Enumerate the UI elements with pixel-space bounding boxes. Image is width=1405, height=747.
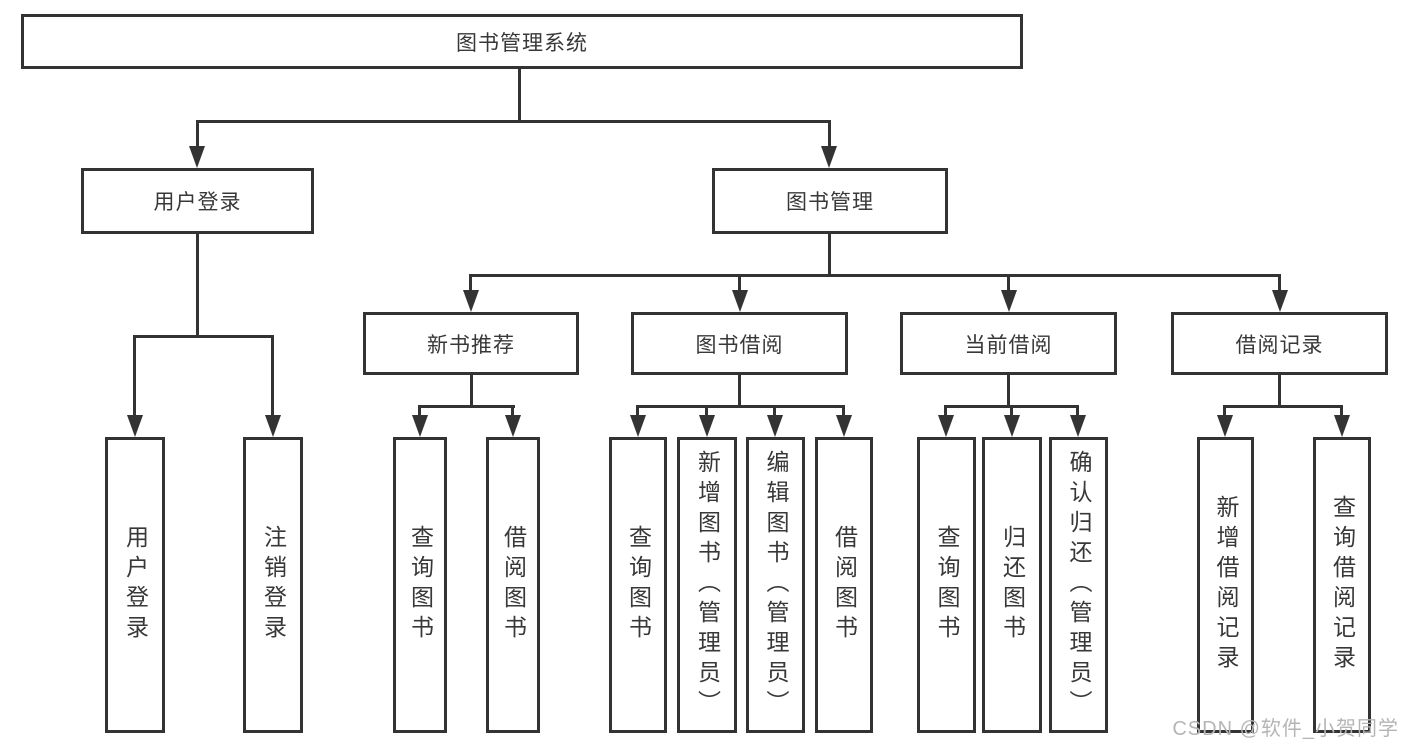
connector-line <box>196 120 831 123</box>
connector-line <box>511 405 514 419</box>
leaf-borrow-books: 借阅图书 <box>815 437 873 733</box>
leaf-label: 新增借阅记录 <box>1213 495 1239 675</box>
connector-line <box>842 405 845 419</box>
node-current-borrowing: 当前借阅 <box>900 312 1117 375</box>
connector-line <box>1076 405 1079 419</box>
connector-line <box>773 405 776 419</box>
leaf-label: 新增图书（管理员） <box>694 450 721 720</box>
leaf-label: 确认归还（管理员） <box>1066 450 1092 720</box>
arrow-down-icon <box>836 415 852 437</box>
connector-line <box>196 120 199 150</box>
connector-line <box>828 120 831 150</box>
connector-line <box>271 335 274 419</box>
connector-line <box>1223 405 1226 419</box>
connector-line <box>738 375 741 407</box>
leaf-label: 查询借阅记录 <box>1329 495 1356 675</box>
watermark-text: CSDN @软件_小贺同学 <box>1172 718 1399 740</box>
arrow-down-icon <box>821 146 837 168</box>
connector-line <box>419 405 515 408</box>
leaf-label: 用户登录 <box>122 525 149 645</box>
arrow-down-icon <box>1070 415 1086 437</box>
arrow-down-icon <box>505 415 521 437</box>
arrow-down-icon <box>463 290 479 312</box>
leaf-label: 归还图书 <box>999 525 1026 645</box>
connector-line <box>1010 405 1013 419</box>
leaf-logout: 注销登录 <box>243 437 303 733</box>
leaf-user-login: 用户登录 <box>105 437 165 733</box>
connector-line <box>1278 274 1281 294</box>
node-book-management: 图书管理 <box>712 168 948 234</box>
connector-line <box>133 335 136 419</box>
arrow-down-icon <box>630 415 646 437</box>
connector-line <box>738 274 741 294</box>
leaf-query-borrow-record: 查询借阅记录 <box>1313 437 1371 733</box>
node-book-borrowing: 图书借阅 <box>631 312 848 375</box>
leaf-add-book-admin: 新增图书（管理员） <box>677 437 737 733</box>
connector-line <box>1278 375 1281 407</box>
connector-line <box>469 274 1280 277</box>
leaf-borrow-books-recommend: 借阅图书 <box>486 437 540 733</box>
connector-line <box>418 405 421 419</box>
leaf-label: 借阅图书 <box>831 525 858 645</box>
leaf-confirm-return-admin: 确认归还（管理员） <box>1049 437 1108 733</box>
leaf-query-books-borrowing: 查询图书 <box>609 437 667 733</box>
node-library-system: 图书管理系统 <box>21 14 1023 69</box>
connector-line <box>196 234 199 337</box>
connector-line <box>705 405 708 419</box>
connector-line <box>470 375 473 407</box>
arrow-down-icon <box>732 290 748 312</box>
leaf-label: 借阅图书 <box>500 525 527 645</box>
arrow-down-icon <box>412 415 428 437</box>
connector-line <box>133 335 274 338</box>
leaf-label: 注销登录 <box>260 525 287 645</box>
connector-line <box>1340 405 1343 419</box>
arrow-down-icon <box>1004 415 1020 437</box>
arrow-down-icon <box>699 415 715 437</box>
connector-line <box>1223 405 1342 408</box>
arrow-down-icon <box>189 146 205 168</box>
leaf-query-books-recommend: 查询图书 <box>393 437 447 733</box>
leaf-label: 查询图书 <box>407 525 434 645</box>
arrow-down-icon <box>265 415 281 437</box>
node-borrowing-records: 借阅记录 <box>1171 312 1388 375</box>
connector-line <box>944 405 947 419</box>
arrow-down-icon <box>1334 415 1350 437</box>
leaf-query-books-current: 查询图书 <box>917 437 976 733</box>
node-new-book-recommendation: 新书推荐 <box>363 312 579 375</box>
leaf-label: 查询图书 <box>625 525 652 645</box>
connector-line <box>1007 274 1010 294</box>
connector-line <box>636 405 639 419</box>
leaf-return-books: 归还图书 <box>982 437 1042 733</box>
arrow-down-icon <box>1001 290 1017 312</box>
leaf-label: 编辑图书（管理员） <box>763 450 789 720</box>
connector-line <box>469 274 472 294</box>
arrow-down-icon <box>1272 290 1288 312</box>
leaf-add-borrow-record: 新增借阅记录 <box>1197 437 1254 733</box>
connector-line <box>1007 375 1010 407</box>
node-user-login: 用户登录 <box>81 168 314 234</box>
arrow-down-icon <box>127 415 143 437</box>
connector-line <box>828 234 831 276</box>
leaf-edit-book-admin: 编辑图书（管理员） <box>746 437 805 733</box>
connector-line <box>636 405 844 408</box>
arrow-down-icon <box>767 415 783 437</box>
arrow-down-icon <box>938 415 954 437</box>
arrow-down-icon <box>1217 415 1233 437</box>
leaf-label: 查询图书 <box>934 525 960 645</box>
connector-line <box>518 69 521 122</box>
